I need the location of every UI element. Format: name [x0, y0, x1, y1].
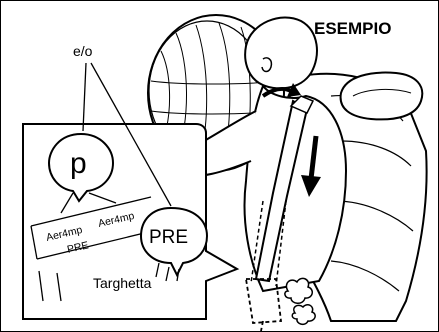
pre-icon-text: PRE [149, 227, 188, 248]
headrest [341, 73, 423, 120]
smoke-puffs [285, 278, 315, 324]
plate-label: Targhetta [93, 275, 152, 291]
and-or-label: e/o [73, 43, 93, 59]
p-icon-text: p [70, 147, 87, 180]
example-title: ESEMPIO [314, 19, 391, 38]
